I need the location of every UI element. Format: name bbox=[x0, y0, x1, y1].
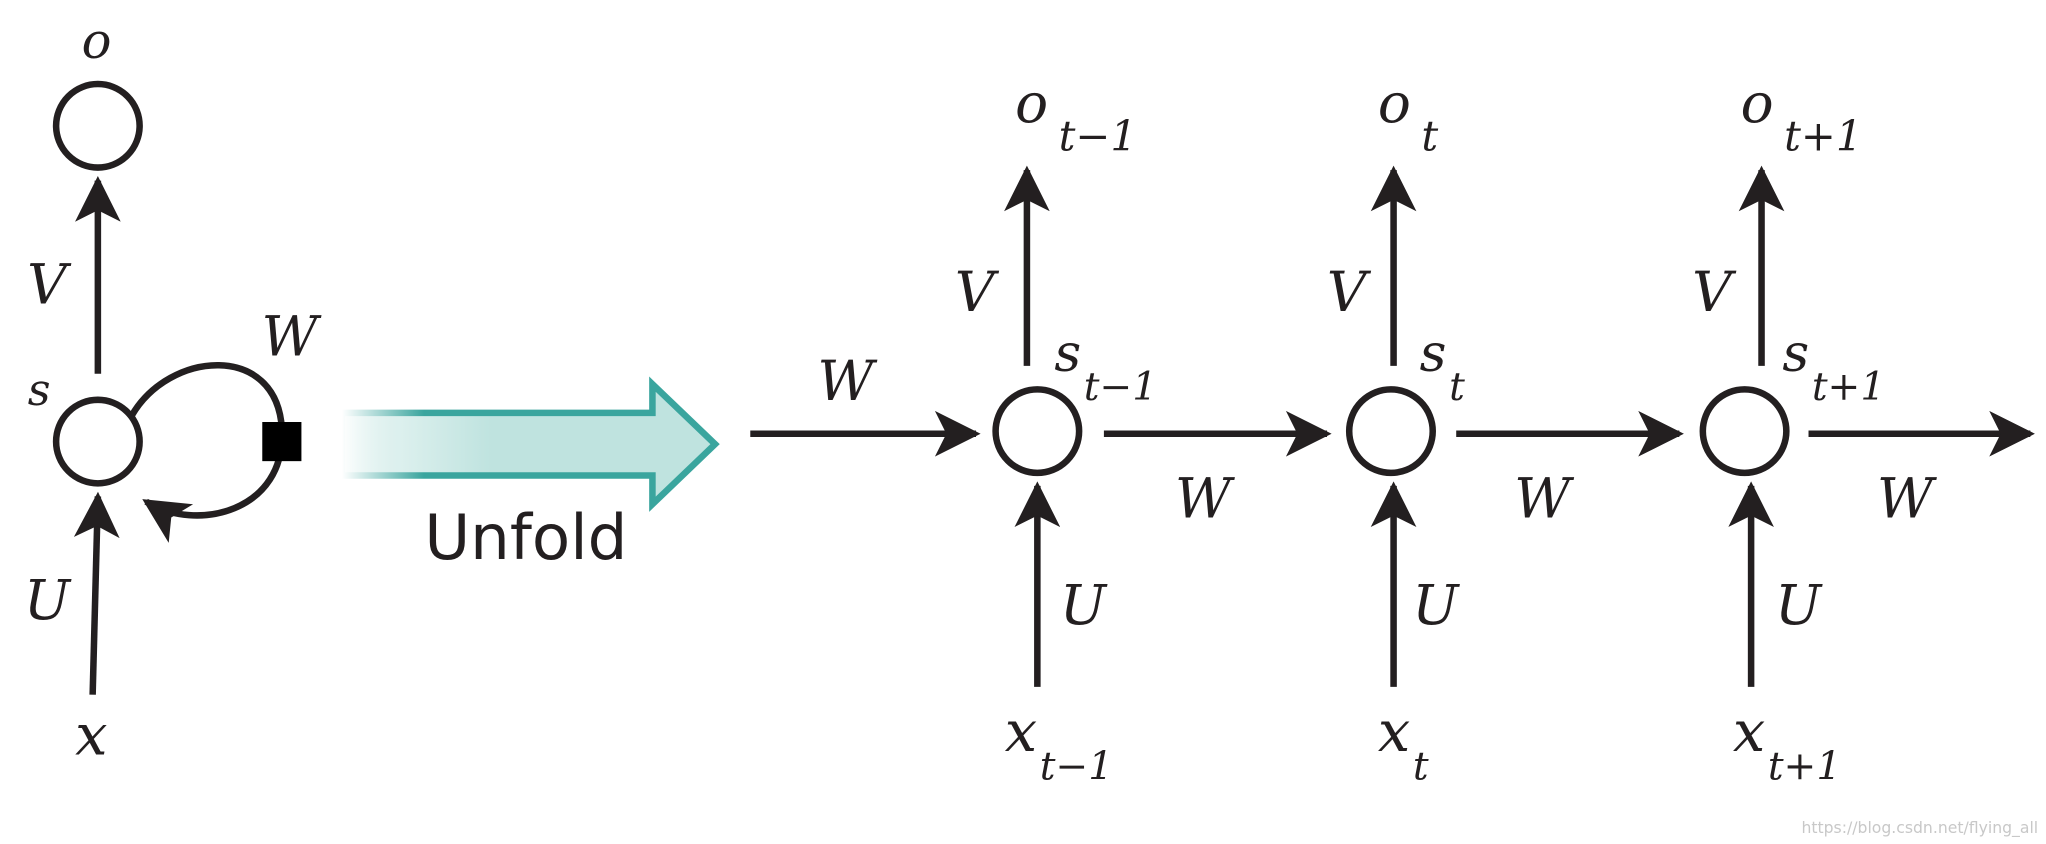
step-w-label: W bbox=[1877, 466, 1938, 530]
step-w-label: W bbox=[1514, 466, 1575, 530]
step-v-label: V bbox=[1692, 260, 1737, 324]
step-u-label: U bbox=[1775, 573, 1823, 637]
incoming-w-label: W bbox=[817, 349, 878, 413]
step-state-node bbox=[992, 386, 1083, 477]
folded-v-label: V bbox=[27, 252, 72, 316]
step-t-plus-1: ot+1 V st+1 U xt+1 W bbox=[1692, 71, 2035, 790]
step-t-minus-1: ot−1 V st−1 U xt−1 W bbox=[955, 71, 1332, 790]
step-u-label: U bbox=[1412, 573, 1460, 637]
step-input-label: xt+1 bbox=[1733, 698, 1841, 790]
step-t: ot V st U xt W bbox=[1327, 71, 1684, 790]
step-v-label: V bbox=[955, 260, 1000, 324]
unfold-label: Unfold bbox=[424, 501, 627, 574]
step-output-label: ot bbox=[1378, 71, 1438, 161]
step-input-label: xt bbox=[1378, 698, 1429, 790]
folded-w-label: W bbox=[262, 304, 323, 368]
folded-rnn: o V s W U x bbox=[24, 12, 323, 769]
folded-u-arrow bbox=[73, 491, 120, 695]
step-state-label: st−1 bbox=[1054, 324, 1157, 410]
unfolded-rnn: W ot−1 V st−1 U xt−1 W ot bbox=[750, 71, 2035, 790]
step-output-label: ot−1 bbox=[1015, 71, 1137, 161]
folded-u-label: U bbox=[24, 568, 72, 632]
unfold-arrow: Unfold bbox=[338, 376, 720, 574]
step-state-label: st bbox=[1420, 324, 1465, 410]
watermark: https://blog.csdn.net/flying_all bbox=[1801, 818, 2038, 838]
folded-state-label: s bbox=[28, 365, 51, 416]
unfold-arrow-shape bbox=[338, 376, 720, 512]
step-output-label: ot+1 bbox=[1741, 71, 1863, 161]
step-state-node bbox=[1345, 386, 1436, 477]
folded-delay-square bbox=[262, 422, 302, 462]
folded-output-node bbox=[52, 80, 143, 171]
folded-output-label: o bbox=[82, 12, 112, 70]
folded-state-node bbox=[52, 396, 143, 487]
step-v-label: V bbox=[1327, 260, 1372, 324]
folded-input-label: x bbox=[75, 702, 107, 769]
step-w-label: W bbox=[1175, 466, 1236, 530]
step-input-label: xt−1 bbox=[1005, 698, 1113, 790]
step-state-label: st+1 bbox=[1782, 324, 1885, 410]
step-state-node bbox=[1699, 386, 1790, 477]
folded-recurrent-loop bbox=[128, 362, 286, 543]
step-u-label: U bbox=[1060, 573, 1108, 637]
